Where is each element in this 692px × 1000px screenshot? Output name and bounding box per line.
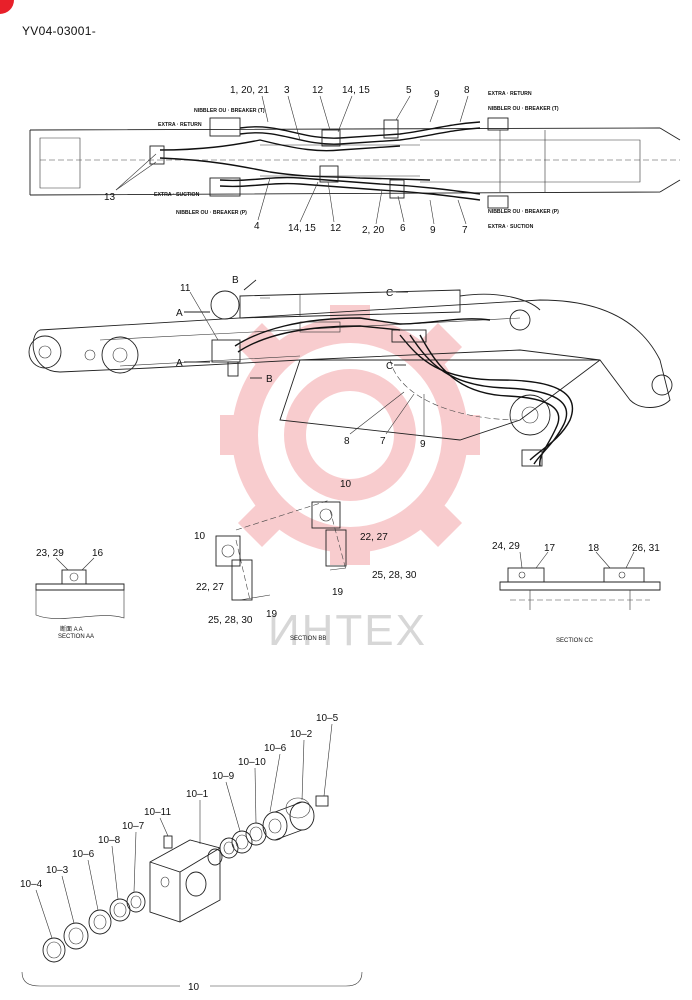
section-aa-title-cn: 断面 A A bbox=[60, 625, 83, 633]
exploded-view bbox=[21, 723, 363, 987]
section-mark-c-top: C bbox=[386, 288, 393, 299]
callout-10-9: 10–9 bbox=[212, 771, 235, 782]
section-mark-a-bot: A bbox=[176, 358, 183, 369]
callout-10-10: 10–10 bbox=[238, 757, 266, 768]
section-aa-title: SECTION AA bbox=[58, 634, 94, 640]
note-nibbler-p-right: NIBBLER OU · BREAKER (P) bbox=[488, 209, 559, 215]
callout-7-bot: 7 bbox=[462, 225, 468, 236]
callout-4: 4 bbox=[254, 221, 260, 232]
callout-10-5: 10–5 bbox=[316, 713, 339, 724]
callout-22-27-right: 22, 27 bbox=[360, 532, 388, 543]
callout-23-29: 23, 29 bbox=[36, 548, 64, 559]
callout-10-6-bot: 10–6 bbox=[72, 849, 95, 860]
callout-9-top: 9 bbox=[434, 89, 440, 100]
section-cc-drawing bbox=[499, 551, 661, 610]
section-aa-drawing bbox=[35, 557, 125, 619]
note-extra-suction-right: EXTRA · SUCTION bbox=[488, 224, 534, 230]
callout-10-1: 10–1 bbox=[186, 789, 209, 800]
callout-10-4: 10–4 bbox=[20, 879, 43, 890]
top-view-callouts: 1, 20, 21 3 12 14, 15 5 9 8 13 4 14, 15 … bbox=[104, 85, 470, 236]
watermark-gear bbox=[220, 305, 480, 565]
note-nibbler-t-right: NIBBLER OU · BREAKER (T) bbox=[488, 106, 559, 112]
top-view-notes: NIBBLER OU · BREAKER (T) EXTRA · RETURN … bbox=[154, 91, 559, 230]
note-nibbler-t-left: NIBBLER OU · BREAKER (T) bbox=[194, 108, 265, 114]
section-mark-a-top: A bbox=[176, 308, 183, 319]
top-view-arm bbox=[29, 117, 681, 209]
callout-19-left: 19 bbox=[266, 609, 278, 620]
exploded-callouts: 10–5 10–2 10–6 10–10 10–9 10–1 10–11 10–… bbox=[20, 713, 339, 993]
note-extra-return-left: EXTRA · RETURN bbox=[158, 122, 202, 128]
callout-14-15-top: 14, 15 bbox=[342, 85, 370, 96]
callout-assembly-10: 10 bbox=[188, 982, 200, 993]
callout-26-31: 26, 31 bbox=[632, 543, 660, 554]
callout-12-bot: 12 bbox=[330, 223, 342, 234]
callout-9: 9 bbox=[420, 439, 426, 450]
callout-1-20-21: 1, 20, 21 bbox=[230, 85, 269, 96]
callout-3: 3 bbox=[284, 85, 290, 96]
callout-10-3: 10–3 bbox=[46, 865, 69, 876]
note-extra-return-right: EXTRA · RETURN bbox=[488, 91, 532, 97]
section-cc-title: SECTION CC bbox=[556, 638, 594, 644]
side-view-arm bbox=[28, 279, 673, 467]
callout-10-7: 10–7 bbox=[122, 821, 145, 832]
callout-13: 13 bbox=[104, 192, 116, 203]
callout-24-29: 24, 29 bbox=[492, 541, 520, 552]
document-id: YV04-03001- bbox=[22, 24, 97, 38]
callout-25-28-30-left: 25, 28, 30 bbox=[208, 615, 253, 626]
callout-10-right: 10 bbox=[340, 479, 352, 490]
side-view-labels: 11 A A B B C C 8 7 9 bbox=[176, 275, 426, 450]
section-bb-drawing bbox=[215, 499, 347, 601]
section-mark-b-bot: B bbox=[266, 374, 273, 385]
callout-2-20: 2, 20 bbox=[362, 225, 385, 236]
callout-22-27-left: 22, 27 bbox=[196, 582, 224, 593]
callout-10-2: 10–2 bbox=[290, 729, 313, 740]
callout-12-top: 12 bbox=[312, 85, 324, 96]
section-bb-title: SECTION BB bbox=[290, 636, 326, 642]
section-mark-c-bot: C bbox=[386, 361, 393, 372]
callout-18: 18 bbox=[588, 543, 600, 554]
note-nibbler-p-left: NIBBLER OU · BREAKER (P) bbox=[176, 210, 247, 216]
callout-8: 8 bbox=[344, 436, 350, 447]
callout-6: 6 bbox=[400, 223, 406, 234]
section-mark-b-top: B bbox=[232, 275, 239, 286]
callout-10-6-top: 10–6 bbox=[264, 743, 287, 754]
callout-10-11: 10–11 bbox=[144, 807, 172, 818]
callout-17: 17 bbox=[544, 543, 556, 554]
watermark-text: ИНТЕХ bbox=[268, 606, 427, 655]
callout-9-bot: 9 bbox=[430, 225, 436, 236]
callout-7: 7 bbox=[380, 436, 386, 447]
callout-14-15-bot: 14, 15 bbox=[288, 223, 316, 234]
callout-25-28-30-right: 25, 28, 30 bbox=[372, 570, 417, 581]
callout-16: 16 bbox=[92, 548, 104, 559]
note-extra-suction-left: EXTRA · SUCTION bbox=[154, 192, 200, 198]
callout-5: 5 bbox=[406, 85, 412, 96]
callout-10-left: 10 bbox=[194, 531, 206, 542]
callout-19-right: 19 bbox=[332, 587, 344, 598]
callout-11: 11 bbox=[180, 283, 191, 294]
callout-10-8: 10–8 bbox=[98, 835, 121, 846]
callout-8-top: 8 bbox=[464, 85, 470, 96]
